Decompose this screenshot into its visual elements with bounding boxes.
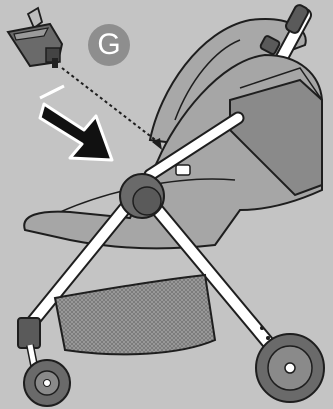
storage-basket — [55, 275, 215, 354]
rear-wheel — [256, 326, 324, 402]
step-letter: G — [97, 30, 120, 60]
hinge-joint — [120, 174, 164, 218]
step-badge: G — [88, 24, 130, 66]
adapter-icon — [8, 8, 62, 68]
